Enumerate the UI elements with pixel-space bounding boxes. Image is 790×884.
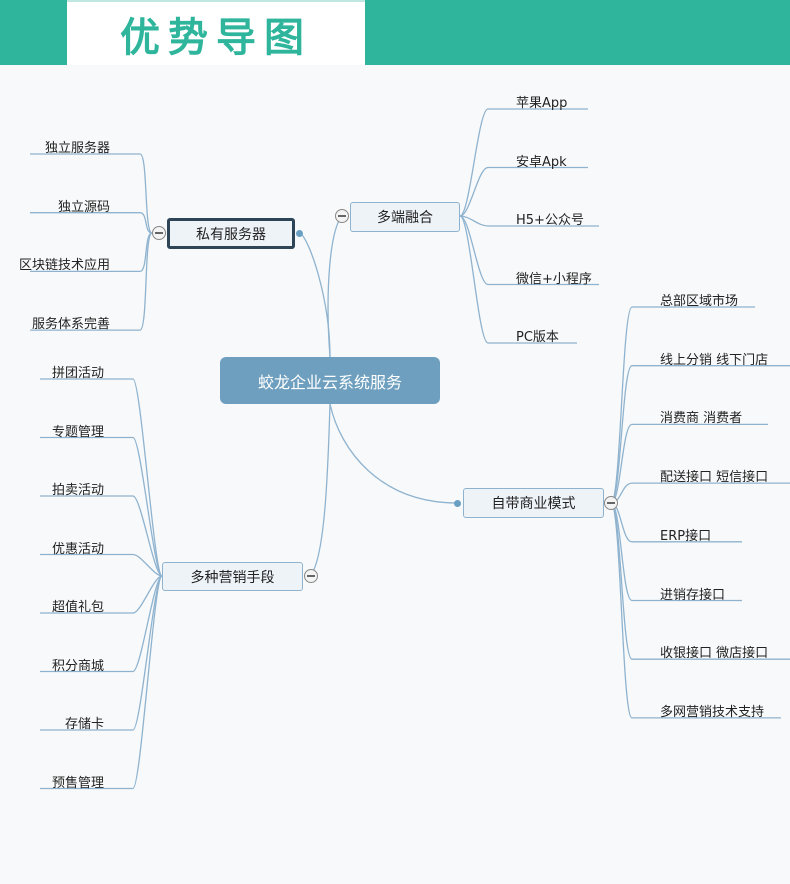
leaf-connector (132, 575, 163, 731)
leaf-connector (610, 502, 633, 719)
topic-label: 多端融合 (377, 210, 433, 226)
title-box: 优势导图 (67, 0, 365, 65)
leaf-connector (132, 553, 163, 577)
leaf-connector (132, 575, 163, 790)
collapse-toggle-icon[interactable] (335, 209, 349, 223)
leaf-connector (459, 215, 489, 227)
leaf-connector (139, 232, 153, 331)
connector-dot-icon (454, 500, 461, 507)
leaf-connector (132, 495, 163, 577)
leaf-connector (459, 215, 489, 344)
branch-line (327, 215, 343, 358)
leaf-private-server[interactable]: 独立源码 (57, 199, 110, 215)
collapse-toggle-icon[interactable] (604, 496, 618, 510)
topic-marketing[interactable]: 多种营销手段 (162, 562, 303, 591)
collapse-toggle-icon[interactable] (304, 569, 318, 583)
branch-line (299, 232, 331, 358)
leaf-private-server[interactable]: 区块链技术应用 (18, 258, 110, 274)
leaf-multi-platform[interactable]: PC版本 (516, 330, 559, 345)
leaf-multi-platform[interactable]: H5+公众号 (516, 213, 584, 228)
leaf-marketing[interactable]: 积分商城 (51, 658, 104, 674)
leaf-marketing[interactable]: 拼团活动 (51, 366, 104, 381)
leaf-connector (132, 436, 163, 577)
leaf-connector (132, 575, 163, 673)
leaf-multi-platform[interactable]: 安卓Apk (516, 154, 567, 170)
leaf-business-model[interactable]: 消费商 消费者 (660, 411, 743, 427)
leaf-multi-platform[interactable]: 苹果App (516, 96, 568, 111)
leaf-business-model[interactable]: 收银接口 微店接口 (660, 646, 769, 662)
leaf-marketing[interactable]: 拍卖活动 (51, 483, 104, 498)
leaf-marketing[interactable]: 优惠活动 (51, 541, 104, 557)
leaf-business-model[interactable]: 总部区域市场 (660, 294, 739, 309)
leaf-marketing[interactable]: 超值礼包 (51, 600, 104, 615)
leaf-connector (139, 212, 153, 234)
topic-label: 多种营销手段 (190, 569, 275, 586)
leaf-connector (132, 378, 163, 577)
leaf-connector (459, 166, 489, 217)
leaf-business-model[interactable]: 进销存接口 (660, 587, 726, 603)
leaf-connector (459, 215, 489, 286)
leaf-business-model[interactable]: 线上分销 线下门店 (660, 352, 769, 368)
topic-multi-platform[interactable]: 多端融合 (350, 202, 460, 232)
topic-private-server[interactable]: 私有服务器 (167, 218, 295, 249)
leaf-connector (610, 365, 633, 504)
leaf-private-server[interactable]: 独立服务器 (44, 141, 110, 156)
leaf-connector (610, 306, 633, 504)
leaf-private-server[interactable]: 服务体系完善 (31, 317, 110, 333)
leaf-connector (610, 502, 633, 660)
leaf-connector (139, 153, 153, 234)
leaf-connector (139, 232, 153, 273)
branch-line (309, 403, 331, 577)
branch-line (329, 403, 458, 504)
leaf-connector (459, 108, 489, 217)
leaf-marketing[interactable]: 专题管理 (51, 424, 104, 440)
leaf-business-model[interactable]: 多网营销技术支持 (660, 704, 765, 720)
leaf-multi-platform[interactable]: 微信+小程序 (516, 271, 592, 287)
leaf-business-model[interactable]: 配送接口 短信接口 (660, 470, 769, 486)
leaf-business-model[interactable]: ERP接口 (660, 528, 712, 544)
topic-business-model[interactable]: 自带商业模式 (463, 488, 604, 518)
central-topic-label: 蛟龙企业云系统服务 (257, 372, 402, 392)
connector-dot-icon (296, 230, 303, 237)
central-topic[interactable]: 蛟龙企业云系统服务 (220, 357, 440, 404)
leaf-marketing[interactable]: 预售管理 (51, 775, 104, 791)
page-title: 优势导图 (120, 13, 312, 61)
topic-label: 自带商业模式 (491, 496, 576, 512)
leaf-marketing[interactable]: 存储卡 (64, 717, 104, 732)
collapse-toggle-icon[interactable] (152, 226, 166, 240)
topic-label: 私有服务器 (196, 226, 266, 243)
